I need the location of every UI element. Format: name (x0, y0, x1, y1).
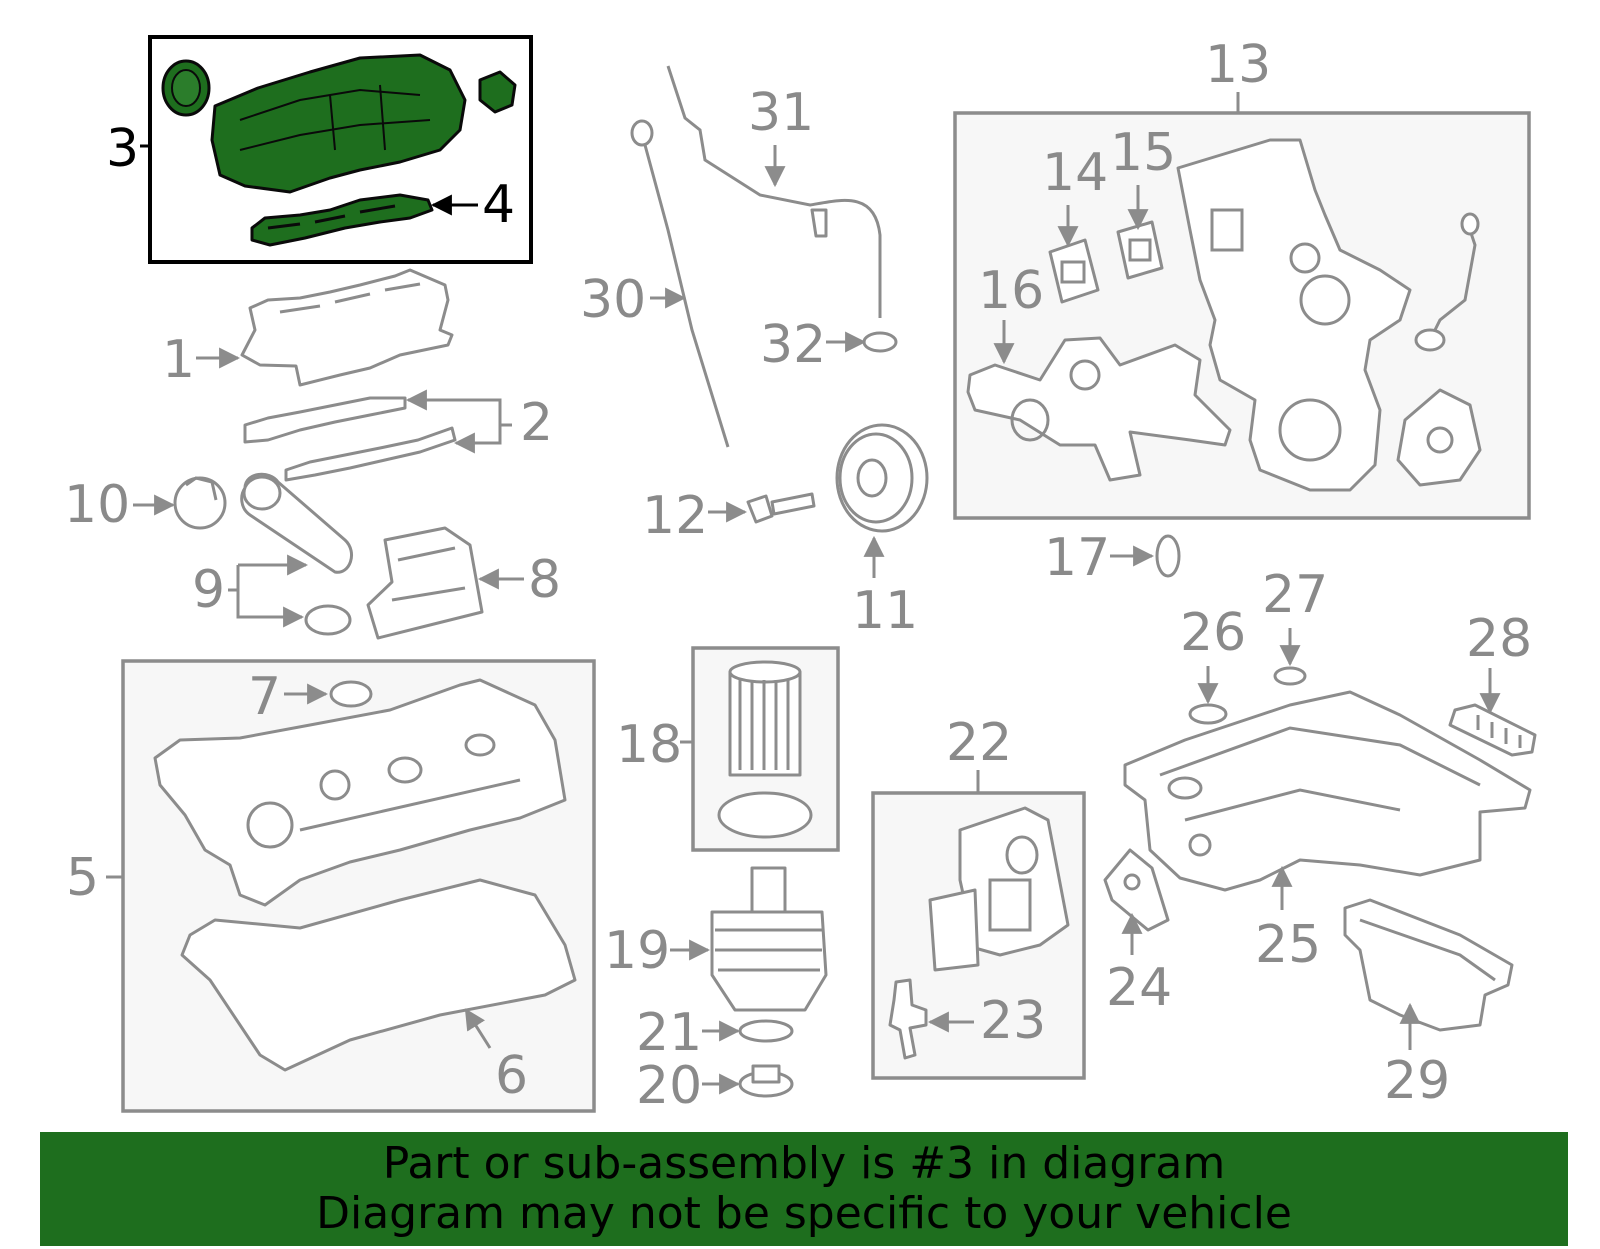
callout-15[interactable]: 15 (1110, 123, 1176, 183)
callout-24[interactable]: 24 (1106, 958, 1172, 1018)
callout-30[interactable]: 30 (580, 270, 646, 330)
part-22-oil-filter-housing[interactable] (928, 806, 1070, 972)
callout-29[interactable]: 29 (1384, 1051, 1450, 1111)
callout-14[interactable]: 14 (1042, 143, 1108, 203)
callout-12[interactable]: 12 (642, 486, 708, 546)
part-28-baffle[interactable] (1448, 703, 1537, 757)
part-16-water-pump[interactable] (966, 336, 1232, 482)
info-banner: Part or sub-assembly is #3 in diagram Di… (40, 1132, 1568, 1246)
part-30-dipstick[interactable] (630, 119, 730, 448)
part-29-lower-oil-pan[interactable] (1343, 898, 1514, 1032)
banner-line-2: Diagram may not be specific to your vehi… (316, 1188, 1292, 1239)
part-2-manifold-gaskets[interactable] (243, 396, 457, 482)
part-17-o-ring[interactable] (1155, 534, 1181, 578)
callout-17[interactable]: 17 (1044, 528, 1110, 588)
part-21-gasket[interactable] (738, 1019, 794, 1043)
callout-4[interactable]: 4 (482, 175, 515, 235)
part-27-o-ring[interactable] (1273, 666, 1307, 686)
callout-28[interactable]: 28 (1466, 609, 1532, 669)
callout-5[interactable]: 5 (66, 848, 99, 908)
callout-19[interactable]: 19 (604, 921, 670, 981)
callout-2[interactable]: 2 (520, 393, 553, 453)
part-10-oil-filler-cap[interactable] (173, 476, 227, 530)
banner-line-1: Part or sub-assembly is #3 in diagram (382, 1138, 1226, 1189)
callout-25[interactable]: 25 (1255, 915, 1321, 975)
part-26-o-ring[interactable] (1188, 703, 1228, 725)
callout-16[interactable]: 16 (978, 261, 1044, 321)
part-15-gasket[interactable] (1116, 220, 1164, 280)
part-11-crank-pulley[interactable] (835, 423, 929, 533)
callout-13[interactable]: 13 (1205, 35, 1271, 95)
part-19-oil-filter-cap[interactable] (710, 866, 828, 1012)
callout-3[interactable]: 3 (106, 119, 139, 179)
callout-32[interactable]: 32 (760, 315, 826, 375)
part-20-drain-plug[interactable] (738, 1064, 794, 1098)
part-5-valve-cover[interactable] (153, 678, 567, 907)
part-25-upper-oil-pan[interactable] (1123, 690, 1532, 892)
part-7-o-ring[interactable] (329, 680, 373, 708)
part-13-timing-cover[interactable] (1176, 138, 1482, 492)
callout-31[interactable]: 31 (748, 83, 814, 143)
callout-18[interactable]: 18 (616, 715, 682, 775)
part-8-heat-shield[interactable] (366, 526, 484, 640)
callout-21[interactable]: 21 (636, 1003, 702, 1063)
callout-23[interactable]: 23 (980, 991, 1046, 1051)
callout-27[interactable]: 27 (1262, 565, 1328, 625)
part-23-sensor[interactable] (888, 978, 928, 1060)
part-18-oil-filter-element[interactable] (717, 660, 813, 839)
callout-1[interactable]: 1 (162, 330, 195, 390)
callout-11[interactable]: 11 (852, 581, 918, 641)
callout-22[interactable]: 22 (946, 713, 1012, 773)
callout-6[interactable]: 6 (495, 1046, 528, 1106)
part-9-oil-filler-tube[interactable] (240, 472, 353, 636)
part-6-valve-cover-gasket[interactable] (180, 878, 577, 1072)
part-32-tube-o-ring[interactable] (862, 331, 898, 353)
callout-26[interactable]: 26 (1180, 603, 1246, 663)
part-1-intake-manifold[interactable] (240, 268, 454, 387)
callout-7[interactable]: 7 (248, 667, 281, 727)
callout-20[interactable]: 20 (636, 1056, 702, 1116)
part-12-pulley-bolt[interactable] (746, 492, 816, 524)
part-3-intake-plenum[interactable] (161, 53, 517, 194)
part-31-dipstick-tube[interactable] (666, 65, 882, 318)
callout-9[interactable]: 9 (192, 560, 225, 620)
part-24-gasket[interactable] (1103, 848, 1170, 932)
callout-10[interactable]: 10 (64, 475, 130, 535)
callout-8[interactable]: 8 (528, 550, 561, 610)
